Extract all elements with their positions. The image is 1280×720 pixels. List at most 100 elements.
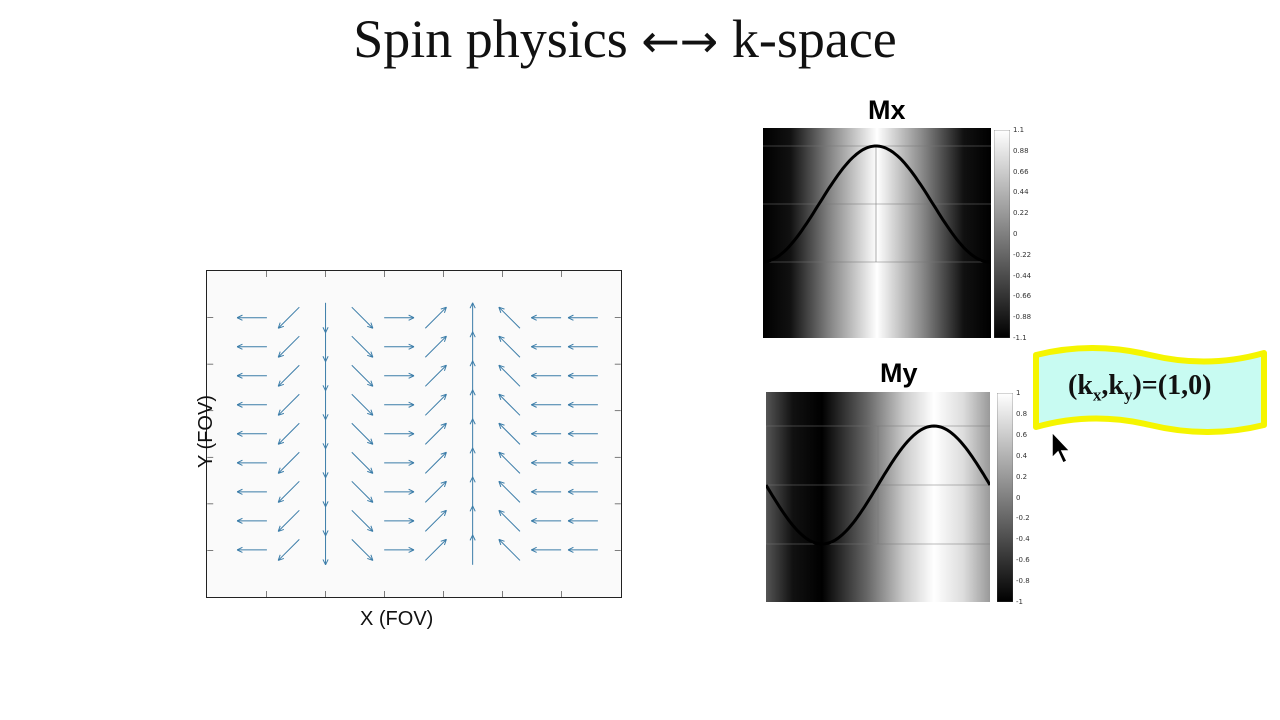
quiver-arrow bbox=[277, 451, 300, 474]
my-tick-label: 0.6 bbox=[1016, 430, 1028, 439]
my-tick-label: 0.4 bbox=[1016, 451, 1028, 460]
quiver-arrow bbox=[498, 538, 521, 561]
quiver-arrow bbox=[351, 393, 374, 416]
quiver-arrow bbox=[351, 422, 374, 445]
quiver-arrow bbox=[531, 459, 562, 466]
quiver-arrow bbox=[424, 393, 447, 416]
mx-tick-label: 0.22 bbox=[1013, 209, 1029, 218]
quiver-arrow bbox=[351, 480, 374, 503]
quiver-arrow bbox=[322, 447, 329, 478]
quiver-arrow bbox=[322, 505, 329, 536]
mx-tick-label: 0 bbox=[1013, 230, 1018, 238]
mouse-cursor-icon bbox=[1051, 430, 1072, 465]
quiver-arrow bbox=[498, 451, 521, 474]
quiver-arrow bbox=[236, 488, 267, 495]
quiver-arrow bbox=[498, 393, 521, 416]
quiver-arrow bbox=[531, 546, 562, 553]
mx-tick-label: -0.88 bbox=[1013, 313, 1032, 322]
mx-tick-label: 0.66 bbox=[1013, 167, 1029, 176]
quiver-arrow bbox=[469, 331, 476, 362]
quiver-arrow bbox=[567, 430, 598, 437]
mx-tick-label: 0.88 bbox=[1013, 146, 1029, 155]
quiver-arrow bbox=[384, 546, 415, 553]
quiver-arrow bbox=[567, 459, 598, 466]
my-tick-label: -1 bbox=[1016, 598, 1023, 606]
quiver-arrow bbox=[384, 517, 415, 524]
quiver-arrow bbox=[498, 364, 521, 387]
quiver-arrow bbox=[322, 476, 329, 507]
quiver-arrow bbox=[469, 302, 476, 333]
quiver-arrow bbox=[236, 314, 267, 321]
quiver-arrow bbox=[469, 476, 476, 507]
mx-image bbox=[763, 128, 991, 338]
quiver-arrow bbox=[469, 447, 476, 478]
quiver-arrow bbox=[531, 314, 562, 321]
quiver-arrow bbox=[277, 306, 300, 329]
my-colorbar bbox=[997, 393, 1013, 602]
my-tick-label: -0.4 bbox=[1016, 535, 1030, 544]
quiver-arrow bbox=[277, 538, 300, 561]
quiver-plot bbox=[206, 270, 622, 598]
quiver-arrow bbox=[384, 372, 415, 379]
quiver-arrow bbox=[531, 401, 562, 408]
slide-title: Spin physics ←→ k-space bbox=[0, 8, 1250, 70]
quiver-arrow bbox=[498, 306, 521, 329]
quiver-arrow bbox=[351, 509, 374, 532]
quiver-arrow bbox=[322, 534, 329, 566]
my-tick-label: -0.6 bbox=[1016, 556, 1030, 565]
quiver-arrow bbox=[236, 401, 267, 408]
quiver-arrow bbox=[236, 343, 267, 350]
quiver-arrow bbox=[424, 451, 447, 474]
quiver-arrow bbox=[277, 509, 300, 532]
quiver-arrow bbox=[351, 364, 374, 387]
quiver-arrow bbox=[236, 459, 267, 466]
quiver-y-label: Y (FOV) bbox=[194, 395, 217, 468]
my-tick-label: 0 bbox=[1016, 493, 1021, 502]
quiver-arrow bbox=[424, 422, 447, 445]
quiver-arrow bbox=[567, 546, 598, 553]
quiver-arrow bbox=[567, 372, 598, 379]
quiver-arrow bbox=[424, 538, 447, 561]
quiver-arrow bbox=[469, 505, 476, 536]
quiver-arrow bbox=[384, 343, 415, 350]
quiver-arrow bbox=[351, 538, 374, 561]
quiver-arrow bbox=[567, 401, 598, 408]
quiver-arrow bbox=[351, 451, 374, 474]
quiver-arrow bbox=[236, 372, 267, 379]
quiver-x-label: X (FOV) bbox=[360, 608, 434, 630]
quiver-arrow bbox=[351, 335, 374, 358]
quiver-arrow bbox=[322, 360, 329, 391]
quiver-arrow bbox=[236, 517, 267, 524]
my-tick-label: -0.8 bbox=[1016, 577, 1030, 586]
quiver-arrow bbox=[424, 364, 447, 387]
quiver-arrow bbox=[322, 331, 329, 362]
mx-curve bbox=[763, 144, 991, 264]
quiver-arrow bbox=[531, 343, 562, 350]
mx-colorbar bbox=[994, 130, 1010, 338]
quiver-arrow bbox=[567, 314, 598, 321]
quiver-arrow bbox=[567, 517, 598, 524]
quiver-arrow bbox=[498, 509, 521, 532]
quiver-arrow bbox=[424, 306, 447, 329]
quiver-arrow bbox=[351, 306, 374, 329]
quiver-arrow bbox=[236, 546, 267, 553]
mx-tick-label: 1.1 bbox=[1013, 126, 1025, 134]
quiver-arrow bbox=[277, 364, 300, 387]
quiver-arrow bbox=[322, 389, 329, 420]
kspace-callout bbox=[1033, 345, 1267, 435]
quiver-arrow bbox=[498, 422, 521, 445]
quiver-arrow bbox=[277, 335, 300, 358]
mx-tick-label: -0.44 bbox=[1013, 271, 1032, 280]
my-tick-label: 1 bbox=[1016, 389, 1021, 397]
quiver-arrow bbox=[531, 430, 562, 437]
mx-tick-label: -0.22 bbox=[1013, 250, 1032, 259]
quiver-arrow bbox=[469, 418, 476, 449]
quiver-arrow bbox=[384, 488, 415, 495]
quiver-arrow bbox=[277, 422, 300, 445]
quiver-arrow bbox=[469, 360, 476, 391]
my-tick-label: -0.2 bbox=[1016, 514, 1030, 523]
quiver-arrow bbox=[469, 389, 476, 420]
my-tick-label: 0.2 bbox=[1016, 472, 1028, 481]
mx-title: Mx bbox=[868, 95, 906, 125]
quiver-arrow bbox=[384, 314, 415, 321]
